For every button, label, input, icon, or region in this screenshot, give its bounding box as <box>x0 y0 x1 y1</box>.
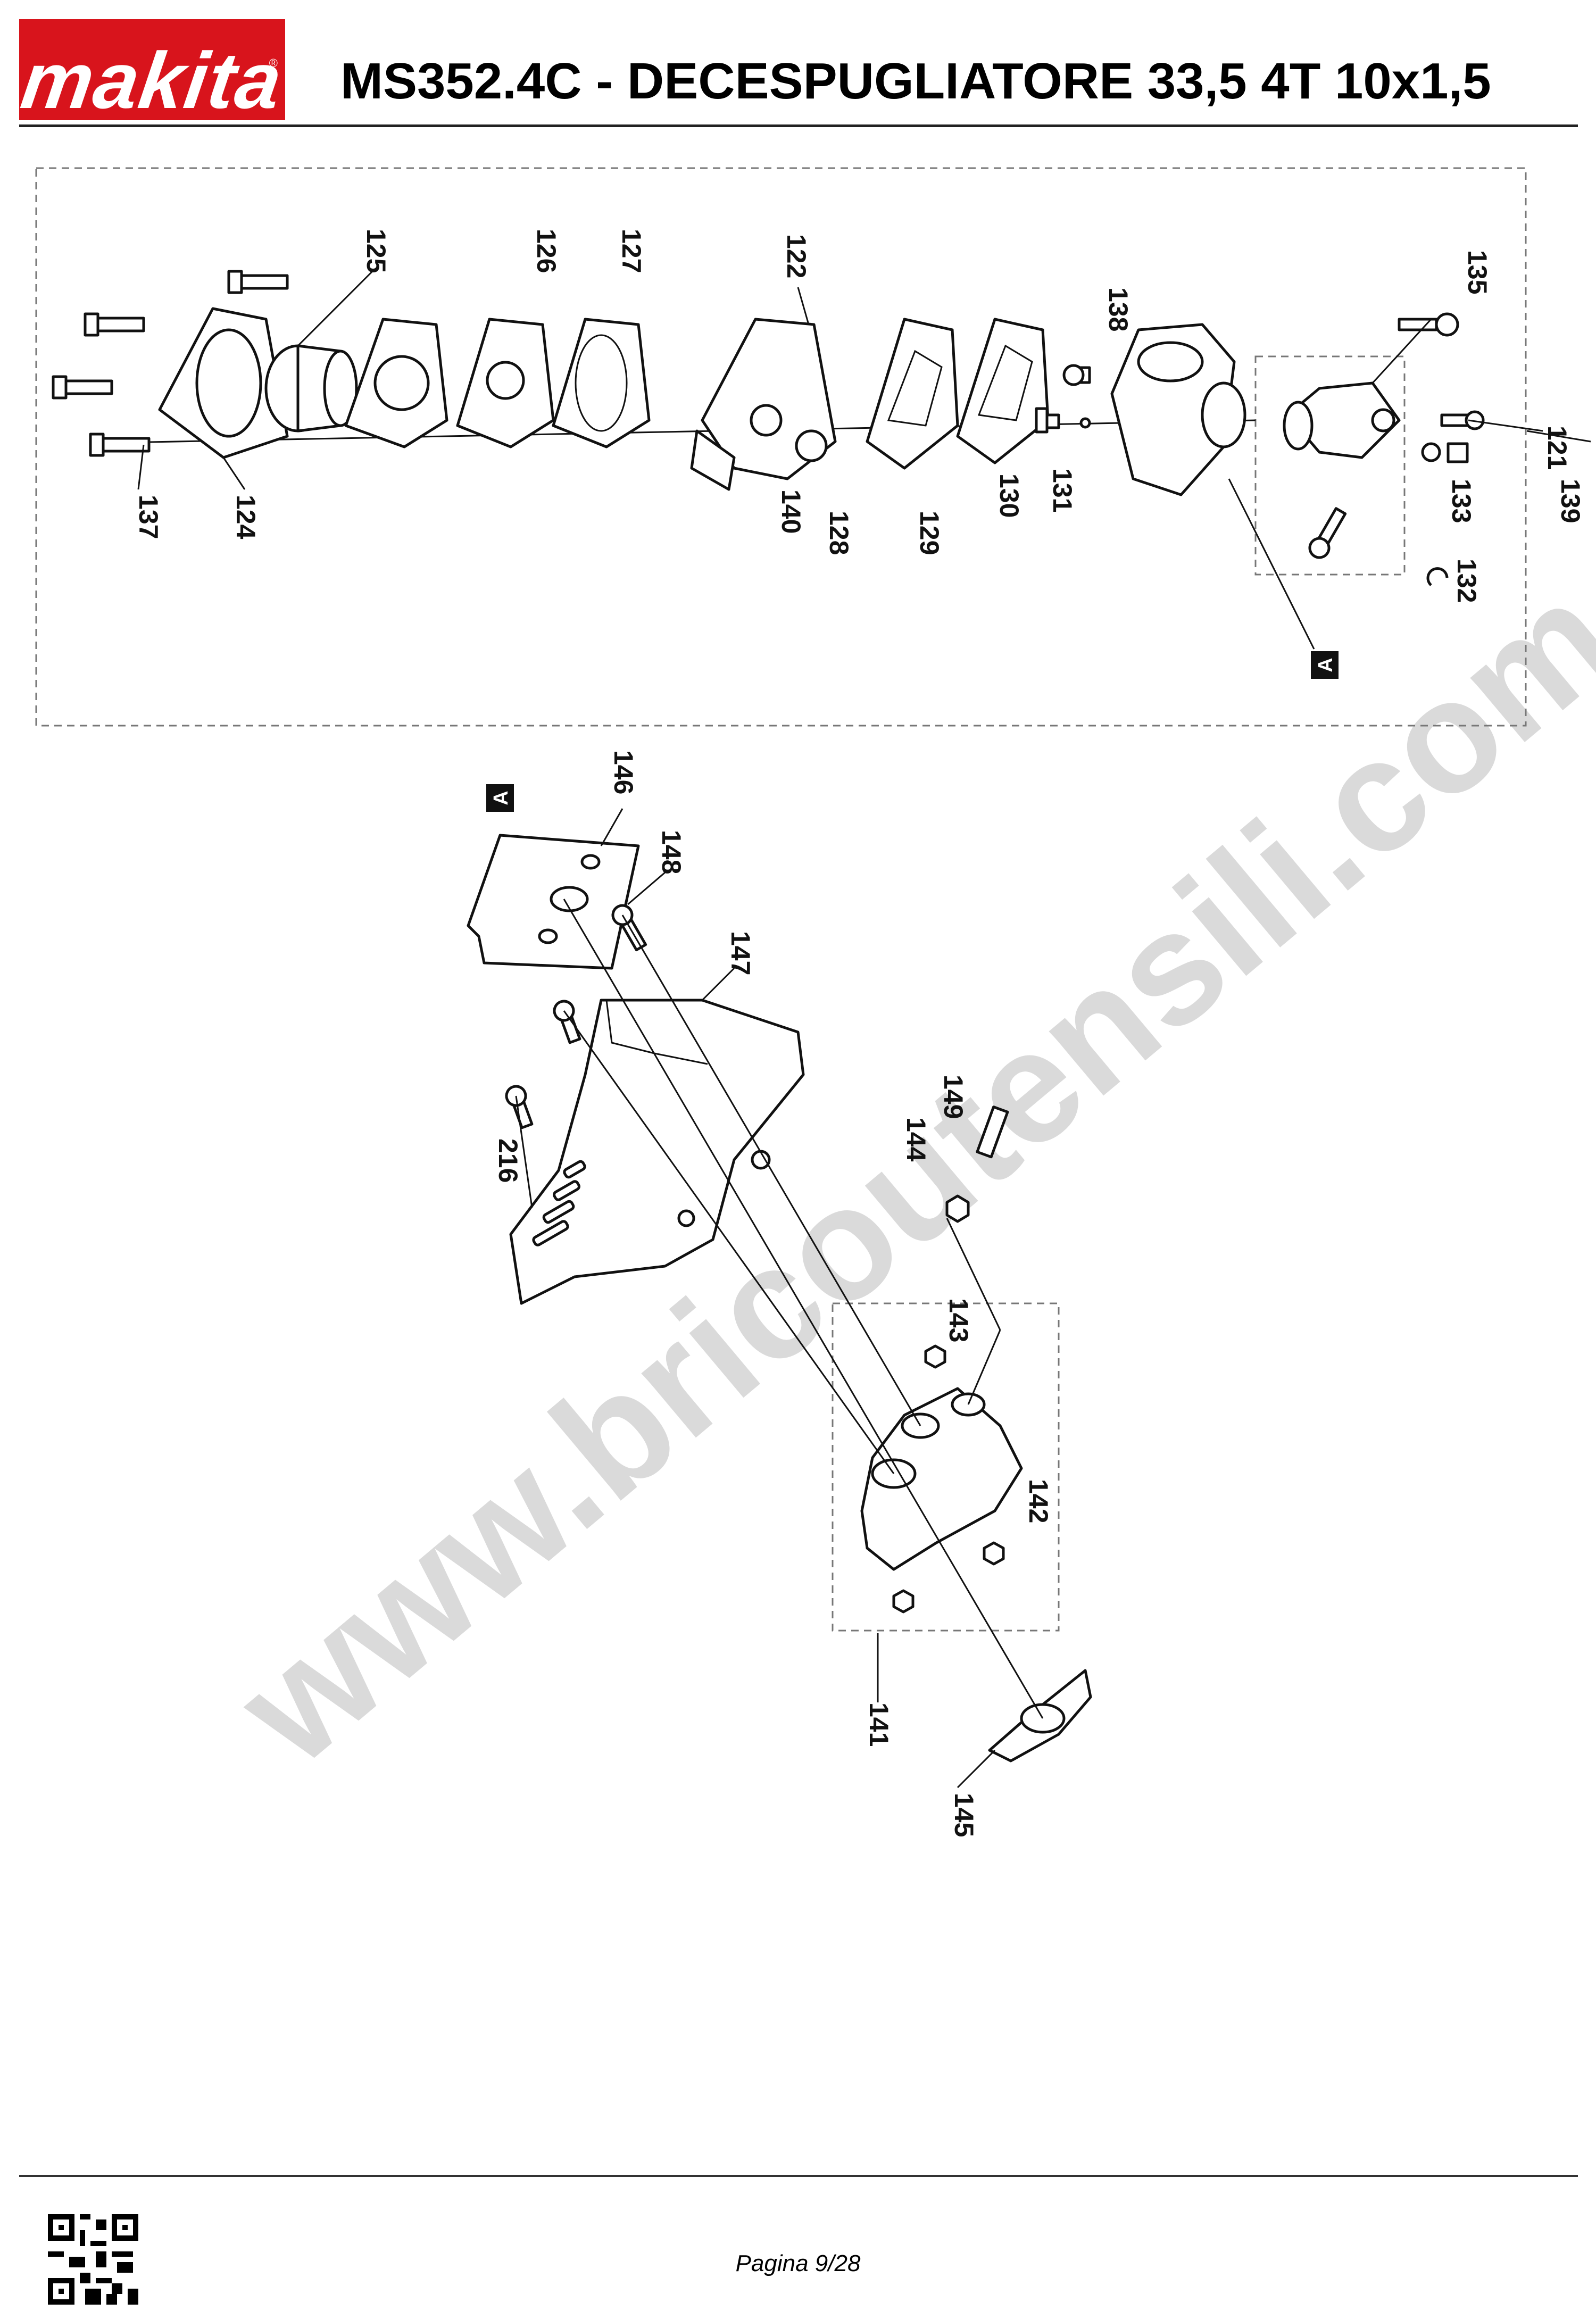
top-callouts: 137 124 125 126 127 122 140 128 129 130 … <box>134 229 1585 603</box>
callout-143: 143 <box>944 1298 974 1342</box>
stud-149 <box>976 1105 1009 1159</box>
callout-141: 141 <box>864 1702 894 1747</box>
gasket-146-hole-lower <box>538 928 558 944</box>
primer-bulb-125 <box>264 344 358 433</box>
callout-130: 130 <box>994 473 1024 518</box>
callout-128: 128 <box>824 511 854 555</box>
nut-142 <box>983 1541 1005 1566</box>
carburettor-group-frame <box>35 167 1527 727</box>
callout-131: 131 <box>1048 468 1077 512</box>
screw-138 <box>1062 364 1091 386</box>
callout-149: 149 <box>938 1075 968 1119</box>
bracket-147-hole-lower <box>677 1209 695 1227</box>
spring-131 <box>1079 417 1091 429</box>
callout-140: 140 <box>776 489 806 534</box>
screw-bracket <box>553 1000 581 1044</box>
callout-145: 145 <box>949 1793 979 1837</box>
reference-a-leader <box>1228 478 1315 650</box>
registered-mark-icon: ® <box>269 56 278 70</box>
reference-marker-a-lower-label: A <box>490 791 512 805</box>
diaphragm-126-center <box>486 361 525 400</box>
callout-138: 138 <box>1103 287 1133 331</box>
callout-121: 121 <box>1542 426 1572 470</box>
callout-129: 129 <box>915 511 944 555</box>
gasket-128-cutout <box>887 350 943 427</box>
clip-132 <box>1426 567 1449 586</box>
heat-shield-vents <box>532 1160 586 1246</box>
page-number: Pagina 9/28 <box>735 2250 861 2276</box>
diaphragm-129-cutout <box>977 344 1033 421</box>
callout-147: 147 <box>726 931 755 975</box>
nut-lower <box>892 1589 915 1614</box>
choke-pivot <box>1371 408 1395 433</box>
callout-216: 216 <box>493 1138 523 1183</box>
filter-screen-140 <box>795 429 828 462</box>
makita-logo: makita ® <box>16 19 288 125</box>
reference-marker-a-top-label: A <box>1315 658 1337 672</box>
heat-shield-bracket-147 <box>509 999 805 1305</box>
lower-assembly-lines <box>515 899 1044 1719</box>
callout-148: 148 <box>656 830 686 874</box>
bracket-147-hole <box>751 1150 771 1170</box>
needle-130 <box>1035 407 1060 434</box>
carburettor-port <box>750 404 783 437</box>
carburettor-subgroup-frame <box>1254 355 1406 576</box>
callout-137: 137 <box>134 495 163 539</box>
callout-125: 125 <box>361 229 391 273</box>
gasket-146-hole <box>550 886 589 912</box>
gasket-146-hole-upper <box>580 854 601 870</box>
washer-139 <box>1421 442 1441 462</box>
footer-divider <box>19 2175 1578 2177</box>
reference-marker-a-lower: A <box>486 784 514 812</box>
header-divider <box>19 124 1578 127</box>
callout-132: 132 <box>1452 559 1482 603</box>
callout-142: 142 <box>1024 1479 1053 1523</box>
screw-right <box>1440 410 1485 430</box>
choke-shaft <box>1283 401 1314 451</box>
top-leaders <box>137 270 1591 490</box>
gasket-127 <box>552 318 651 448</box>
screw-lower <box>1308 507 1347 559</box>
intake-housing-port <box>1137 341 1204 383</box>
watermark-text: www.bricoutensili.com <box>203 547 1596 1799</box>
assembly-axis-line <box>122 419 1256 444</box>
nut-144 <box>945 1194 970 1223</box>
qr-code-icon <box>48 2214 138 2305</box>
bracket-147-edge <box>605 1000 708 1065</box>
callout-124: 124 <box>231 495 261 539</box>
page-title: MS352.4C - DECESPUGLIATORE 33,5 4T 10x1,… <box>340 53 1491 110</box>
cover-plate-hole <box>195 328 262 438</box>
lower-callouts: 146 148 147 216 149 144 143 142 141 145 <box>493 750 1053 1837</box>
intake-manifold-141 <box>860 1387 1023 1571</box>
gasket-127-opening <box>575 334 628 432</box>
reference-marker-a-top: A <box>1311 651 1339 679</box>
callout-144: 144 <box>901 1117 931 1162</box>
cap-133 <box>1447 442 1469 463</box>
callout-146: 146 <box>609 750 638 794</box>
screw-137-set <box>52 270 289 457</box>
metering-diaphragm-129 <box>956 318 1050 464</box>
nut-143 <box>924 1344 946 1369</box>
callout-126: 126 <box>531 229 561 273</box>
callout-135: 135 <box>1462 250 1492 294</box>
lower-leaders <box>600 808 996 1789</box>
intake-manifold-group-frame <box>832 1302 1060 1632</box>
callout-122: 122 <box>782 234 811 278</box>
callout-133: 133 <box>1447 479 1476 523</box>
screw-135 <box>1398 312 1459 337</box>
pump-body-disc <box>373 355 430 411</box>
fuel-nipple <box>690 429 736 491</box>
choke-lever-assembly <box>1286 381 1401 459</box>
callout-139: 139 <box>1556 479 1585 523</box>
intake-housing-bore <box>1201 381 1246 448</box>
callout-127: 127 <box>617 229 646 273</box>
gasket-128 <box>866 318 959 470</box>
